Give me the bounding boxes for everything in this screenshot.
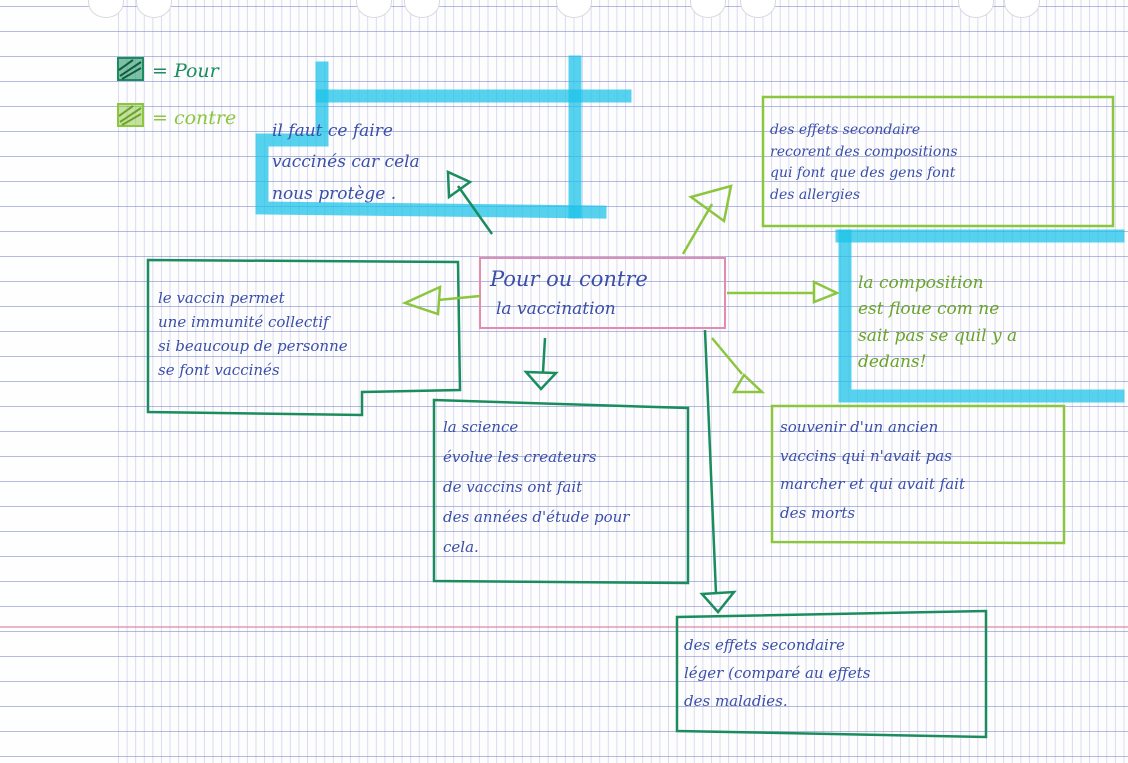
legend-swatch-pour xyxy=(117,57,144,81)
center-node-subtitle: la vaccination xyxy=(496,299,616,319)
arrow-to-science xyxy=(523,337,559,391)
arrow-to-composition xyxy=(727,280,841,304)
legend-label-contre: = contre xyxy=(152,107,237,129)
arrow-to-effets-moindres xyxy=(699,329,737,614)
node-composition: la composition est floue com ne sait pas… xyxy=(858,273,1018,373)
node-protege: il faut ce faire vaccinés car cela nous … xyxy=(272,121,420,204)
center-node-title: Pour ou contre xyxy=(490,267,648,291)
node-effets-moindres: des effets secondaire léger (comparé au … xyxy=(684,636,871,710)
frame-effets-moindres xyxy=(675,609,988,739)
frame-immunite xyxy=(146,258,462,417)
red-ruled-line xyxy=(0,626,1128,628)
frame-allergies xyxy=(761,95,1115,228)
highlighter-frame-protege xyxy=(255,55,632,219)
arrow-to-immunite xyxy=(401,284,481,316)
arrow-to-protege xyxy=(446,170,494,235)
arrow-to-allergies xyxy=(681,184,733,255)
node-immunite: le vaccin permet une immunité collectif … xyxy=(158,289,348,379)
frame-science xyxy=(432,398,690,585)
center-node-frame xyxy=(479,257,726,329)
arrow-to-souvenir xyxy=(711,337,766,394)
highlighter-frame-composition xyxy=(835,229,1125,403)
legend-label-pour: = Pour xyxy=(152,60,219,82)
frame-souvenir xyxy=(770,404,1066,545)
node-science: la science évolue les createurs de vacci… xyxy=(443,418,630,556)
node-souvenir: souvenir d'un ancien vaccins qui n'avait… xyxy=(780,418,965,522)
legend-swatch-contre xyxy=(117,103,144,127)
paper-margin xyxy=(0,0,118,763)
node-allergies: des effets secondaire recorent des compo… xyxy=(770,122,958,204)
